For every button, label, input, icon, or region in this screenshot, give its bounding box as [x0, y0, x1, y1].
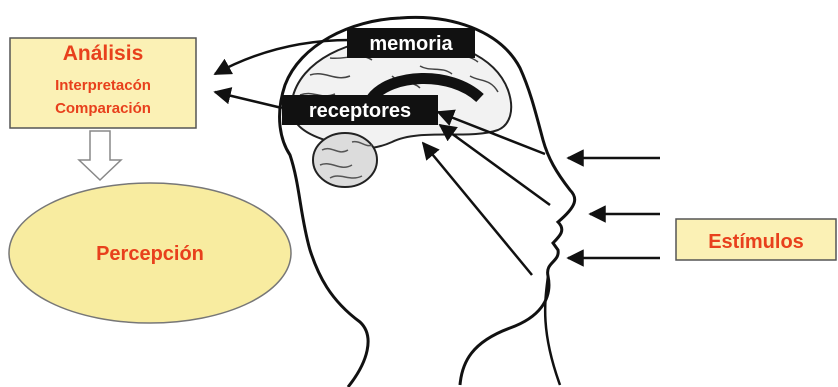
- stimuli-label: Estímulos: [708, 231, 804, 253]
- perception-ellipse: Percepción: [9, 183, 291, 323]
- arrow-face-to-receptors-2: [440, 125, 550, 205]
- analysis-interpretation: Interpretacón: [55, 77, 151, 94]
- down-arrow-icon: [79, 131, 121, 180]
- neck-line: [545, 276, 560, 385]
- memory-label: memoria: [347, 28, 475, 58]
- receptors-label-text: receptores: [309, 100, 411, 122]
- analysis-box: Análisis Interpretacón Comparación: [10, 38, 196, 128]
- perception-label: Percepción: [96, 243, 204, 265]
- receptors-label: receptores: [282, 95, 438, 125]
- memory-label-text: memoria: [369, 33, 453, 55]
- arrow-face-to-receptors-3: [423, 143, 532, 275]
- stimuli-box: Estímulos: [676, 219, 836, 260]
- arrow-receptors-to-analysis: [215, 92, 282, 108]
- analysis-comparison: Comparación: [55, 100, 151, 117]
- analysis-title: Análisis: [63, 42, 144, 65]
